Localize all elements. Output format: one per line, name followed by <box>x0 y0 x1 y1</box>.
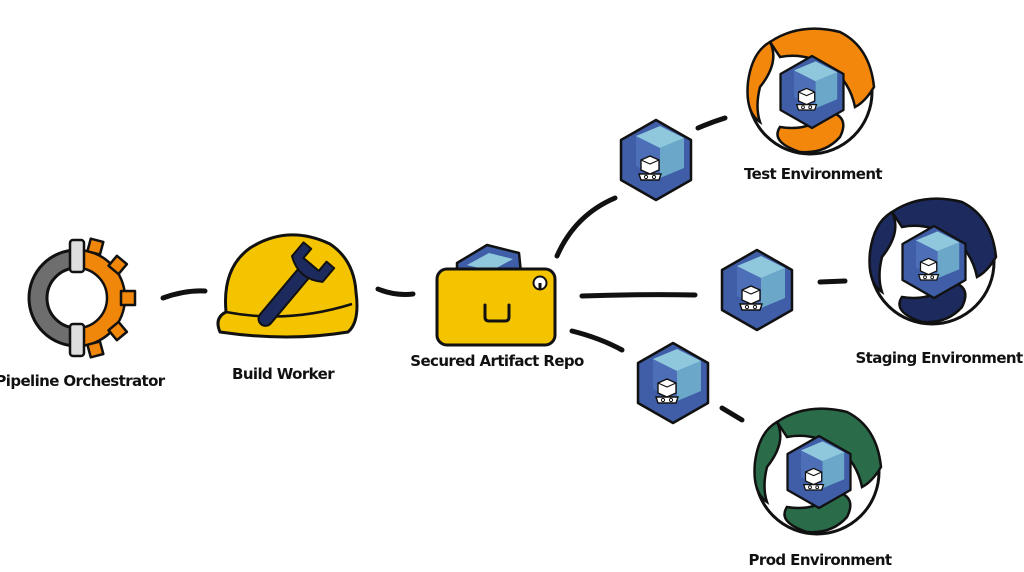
package-icon <box>636 341 710 425</box>
connector-repo-test-a <box>554 195 618 259</box>
artifact-repo-label: Secured Artifact Repo <box>410 352 584 370</box>
connector-repo-test-b <box>695 115 728 131</box>
prod-environment-label: Prod Environment <box>748 551 893 569</box>
connectors <box>160 115 848 423</box>
build-worker-label: Build Worker <box>231 365 335 383</box>
orchestrator-icon <box>27 237 137 359</box>
connector-repo-prod-b <box>719 405 745 423</box>
package-icon <box>619 118 693 202</box>
connector-orchestrator-worker <box>160 288 208 301</box>
package-icon <box>720 248 794 332</box>
connector-repo-prod-a <box>569 328 625 353</box>
test-environment-label: Test Environment <box>743 165 883 183</box>
connector-repo-staging-a <box>579 292 698 299</box>
artifact-repo-icon <box>435 243 557 347</box>
staging-environment-label: Staging Environment <box>855 349 1023 367</box>
staging-globe-icon <box>868 197 998 326</box>
prod-globe-icon <box>753 407 883 536</box>
test-globe-icon <box>746 27 876 156</box>
connector-repo-staging-b <box>817 278 848 285</box>
connector-worker-repo <box>375 286 416 297</box>
orchestrator-label: Pipeline Orchestrator <box>0 372 165 390</box>
build-worker-icon <box>216 233 359 339</box>
